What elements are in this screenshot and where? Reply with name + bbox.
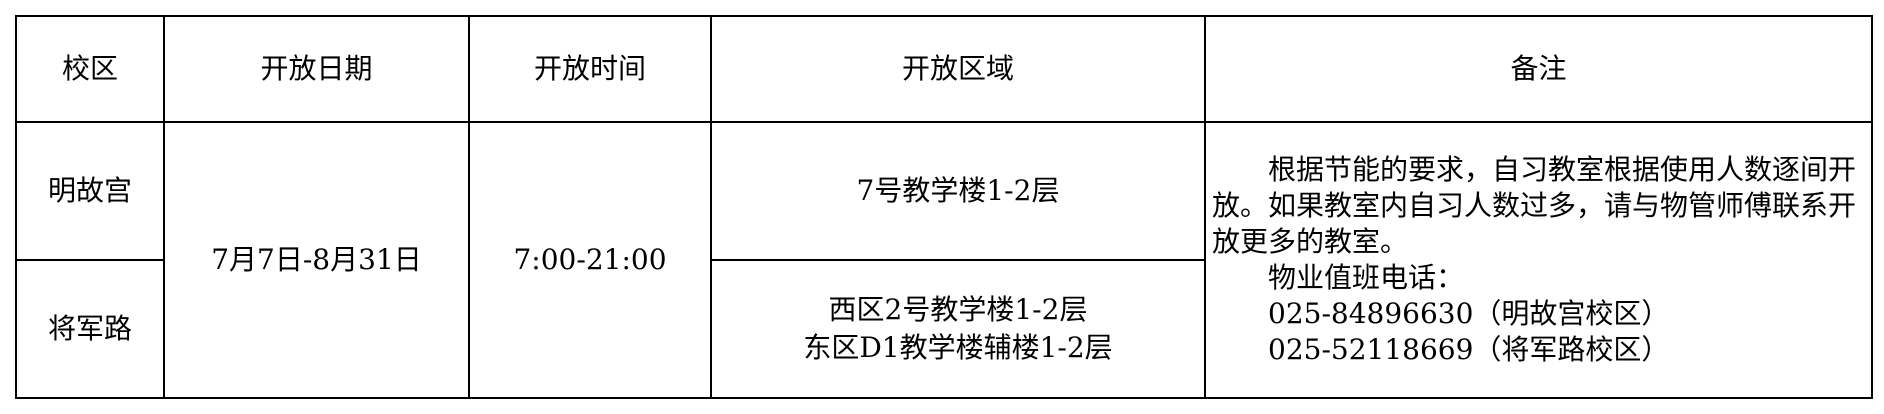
header-open-area: 开放区域 [710,15,1206,123]
table-row-minggugong: 明故宫 7月7日-8月31日 7:00-21:00 7号教学楼1-2层 根据节能… [15,121,1873,399]
header-open-time: 开放时间 [468,15,712,123]
notes-paragraph: 根据节能的要求，自习教室根据使用人数逐间开放。如果教室内自习人数过多，请与物管师… [1212,153,1857,258]
open-time-cell: 7:00-21:00 [468,121,712,399]
notes-phone-label: 物业值班电话： [1268,261,1465,294]
campus-minggugong: 明故宫 [15,121,165,261]
area-minggugong: 7号教学楼1-2层 [710,121,1206,261]
header-open-dates: 开放日期 [163,15,470,123]
table-header-row: 校区 开放日期 开放时间 开放区域 备注 [15,15,1873,123]
campus-jiangjunlu: 将军路 [15,259,165,399]
notes-phone-minggugong: 025-84896630（明故宫校区） [1268,297,1670,330]
area-jiangjunlu: 西区2号教学楼1-2层 东区D1教学楼辅楼1-2层 [710,259,1206,399]
notes-cell: 根据节能的要求，自习教室根据使用人数逐间开放。如果教室内自习人数过多，请与物管师… [1204,121,1873,399]
open-dates-cell: 7月7日-8月31日 [163,121,470,399]
area-jiangjunlu-west: 西区2号教学楼1-2层 [828,293,1088,326]
area-jiangjunlu-east: 东区D1教学楼辅楼1-2层 [803,331,1113,364]
notes-phone-jiangjunlu: 025-52118669（将军路校区） [1268,333,1670,366]
header-campus: 校区 [15,15,165,123]
header-notes: 备注 [1204,15,1873,123]
table-row-jiangjunlu: 将军路 西区2号教学楼1-2层 东区D1教学楼辅楼1-2层 [15,259,1872,399]
study-room-schedule-table: 校区 开放日期 开放时间 开放区域 备注 明故宫 7月7日-8月31日 7:00… [15,15,1873,399]
